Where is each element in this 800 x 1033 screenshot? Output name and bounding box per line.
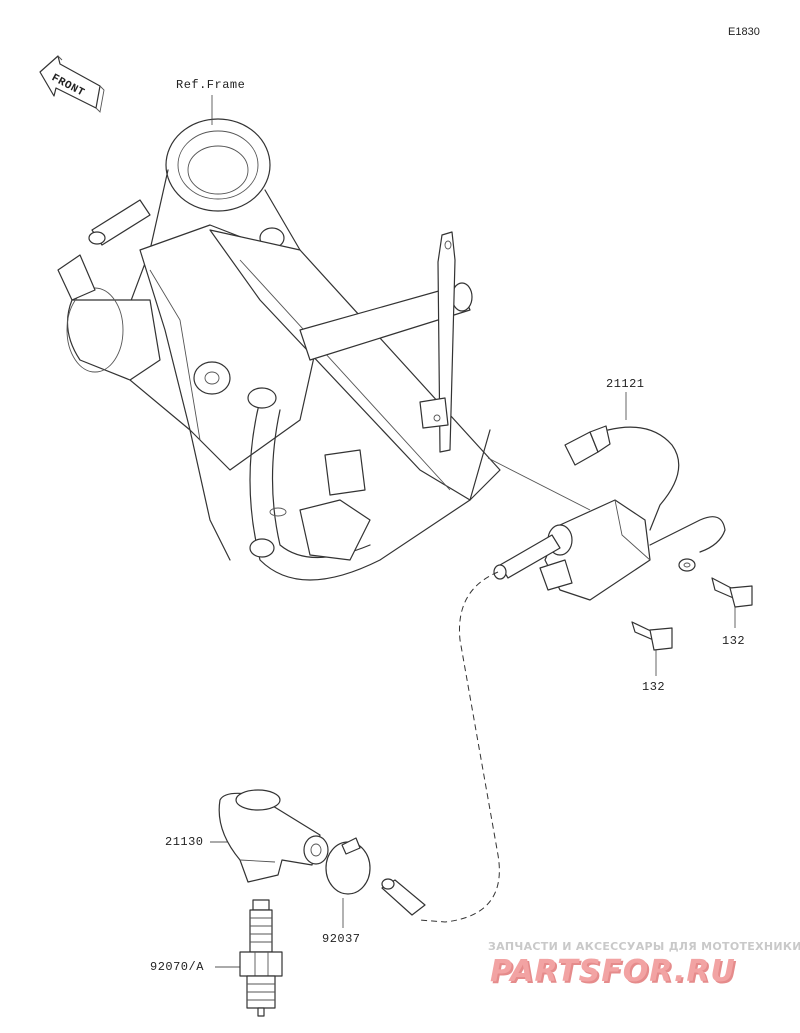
watermark-subtitle: ЗАПЧАСТИ И АКСЕССУАРЫ ДЛЯ МОТОТЕХНИКИ bbox=[488, 940, 800, 953]
callout-21130: 21130 bbox=[165, 835, 204, 849]
frame-drawing bbox=[57, 118, 501, 581]
spark-plug bbox=[239, 899, 283, 1017]
bolt-right-icon bbox=[711, 577, 753, 608]
wire-lead bbox=[564, 425, 726, 572]
lead-sleeve bbox=[381, 878, 426, 916]
ht-lead bbox=[419, 571, 500, 923]
diagram-code: E1830 bbox=[728, 26, 760, 38]
callout-132-right: 132 bbox=[722, 634, 746, 648]
watermark-brand: PARTSFOR.RU bbox=[490, 954, 736, 989]
front-arrow-icon bbox=[39, 55, 105, 113]
bolt-mid-icon bbox=[631, 621, 673, 651]
clamp bbox=[325, 837, 371, 895]
callout-92070a: 92070/A bbox=[150, 960, 204, 974]
callout-21121: 21121 bbox=[606, 377, 645, 391]
callout-92037: 92037 bbox=[322, 932, 361, 946]
leader-lines bbox=[210, 95, 736, 968]
ignition-coil bbox=[493, 499, 651, 601]
ref-frame-label: Ref.Frame bbox=[176, 78, 246, 92]
plug-cap bbox=[218, 789, 329, 883]
callout-132-mid: 132 bbox=[642, 680, 666, 694]
